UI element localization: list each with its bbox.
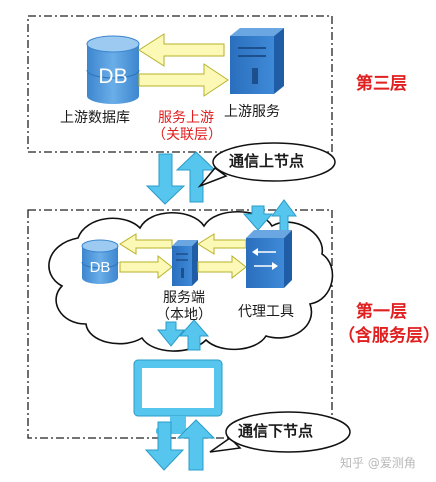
upper-up-arrow xyxy=(175,151,217,203)
upstream-db-label: 上游数据库 xyxy=(60,110,130,126)
proxy-up-arrow xyxy=(271,199,297,233)
local-arrow-left-1 xyxy=(119,233,173,255)
upstream-db-icon xyxy=(86,35,140,104)
proxy-tool-label: 代理工具 xyxy=(238,304,294,320)
upstream-service-label: 上游服务 xyxy=(224,104,280,120)
upstream-db-text: DB xyxy=(98,65,127,88)
upstream-server-icon xyxy=(230,28,284,94)
client-down-arrow xyxy=(156,321,186,347)
local-arrow-right-2 xyxy=(197,254,247,280)
server-label-line1: 服务端 xyxy=(163,290,205,306)
proxy-down-arrow xyxy=(242,205,274,231)
client-up-arrow xyxy=(178,319,210,351)
service-upstream-note: （关联层） xyxy=(152,127,222,143)
third-layer-title: 第三层 xyxy=(356,74,407,94)
client-monitor-icon xyxy=(133,359,223,434)
lower-node-label: 通信下节点 xyxy=(238,422,314,440)
watermark: 知乎 @爱测角 xyxy=(340,456,416,470)
server-label-line2: （本地） xyxy=(156,307,212,323)
arrow-right-top xyxy=(138,63,229,97)
lower-up-arrow xyxy=(176,419,216,471)
arrow-left-top xyxy=(138,33,225,67)
local-arrow-right-1 xyxy=(119,254,173,280)
service-upstream-label: 服务上游 xyxy=(158,110,214,126)
upper-down-arrow xyxy=(145,153,186,205)
local-server-icon xyxy=(172,240,198,286)
top-layer-frame xyxy=(27,15,333,153)
lower-down-arrow xyxy=(144,421,185,471)
lower-callout-bubble xyxy=(225,411,351,453)
local-db-text: DB xyxy=(90,259,111,276)
upper-callout-bubble xyxy=(212,142,336,182)
local-db-icon xyxy=(81,239,119,284)
proxy-tool-icon xyxy=(246,230,292,288)
first-layer-title: 第一层 xyxy=(356,302,407,322)
first-layer-subtitle: （含服务层） xyxy=(338,326,436,346)
upper-node-label: 通信上节点 xyxy=(229,152,305,170)
